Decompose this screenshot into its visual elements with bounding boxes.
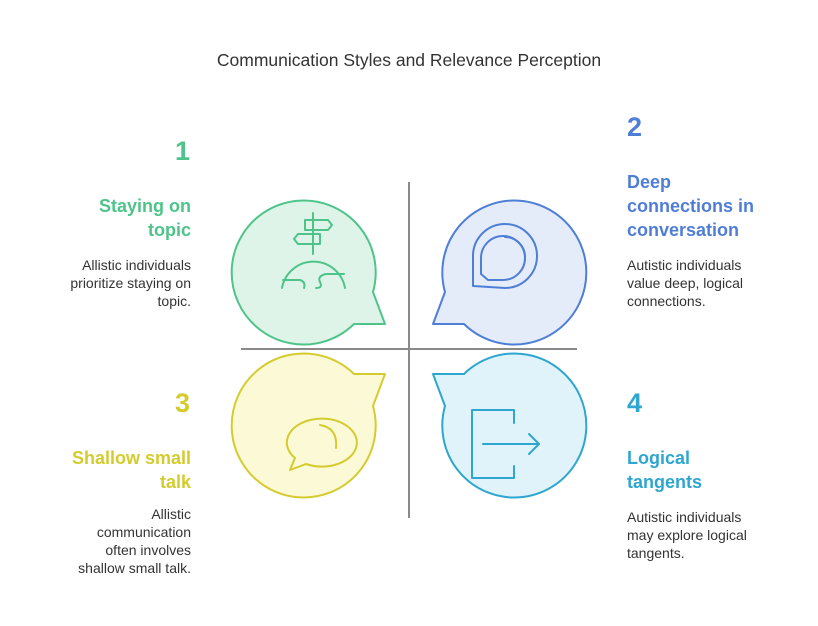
number-1: 1 [174, 136, 190, 166]
exit-arrow-icon [471, 409, 540, 479]
heading-line: topic [148, 220, 191, 240]
heading-line: conversation [627, 220, 740, 240]
diagram-title: Communication Styles and Relevance Perce… [216, 50, 602, 70]
description-line: communication [96, 524, 191, 540]
description-logical-tangents: Autistic individuals may explore logical… [627, 508, 797, 562]
description-line: Allistic [151, 506, 191, 522]
number-4: 4 [627, 388, 643, 418]
description-line: Autistic individuals [627, 509, 742, 525]
bubble-deep-connections [432, 199, 588, 346]
number-2: 2 [627, 112, 643, 142]
heading-deep-connections: Deep connections in conversation [627, 170, 797, 242]
heading-line: tangents [627, 472, 703, 492]
description-line: tangents. [627, 545, 685, 561]
description-line: Autistic individuals [627, 257, 742, 273]
bubble-shallow-small-talk [230, 352, 386, 499]
bubble-logical-tangents [432, 352, 588, 499]
description-line: value deep, logical [627, 275, 743, 291]
heading-shallow-small-talk: Shallow small talk [20, 446, 191, 494]
heading-line: Staying on [98, 196, 191, 216]
number-3: 3 [174, 388, 190, 418]
heading-line: talk [159, 472, 191, 492]
description-line: prioritize staying on [70, 275, 191, 291]
description-deep-connections: Autistic individuals value deep, logical… [627, 256, 797, 310]
heading-line: connections in [627, 196, 755, 216]
heading-line: Logical [627, 448, 691, 468]
description-staying-on-topic: Allistic individuals prioritize staying … [40, 256, 191, 310]
heading-line: Shallow small [71, 448, 191, 468]
description-line: connections. [627, 293, 706, 309]
signpost-globe-icon [281, 212, 346, 289]
heading-line: Deep [627, 172, 672, 192]
description-line: shallow small talk. [78, 560, 191, 576]
chat-bubble-icon [285, 417, 358, 471]
description-shallow-small-talk: Allistic communication often involves sh… [20, 505, 191, 577]
heading-logical-tangents: Logical tangents [627, 446, 797, 494]
description-line: topic. [157, 293, 191, 309]
description-line: Allistic individuals [82, 257, 191, 273]
double-chat-bubble-icon [472, 223, 538, 289]
description-line: often involves [105, 542, 191, 558]
description-line: may explore logical [627, 527, 747, 543]
heading-staying-on-topic: Staying on topic [40, 194, 191, 242]
bubble-staying-on-topic [230, 199, 386, 346]
